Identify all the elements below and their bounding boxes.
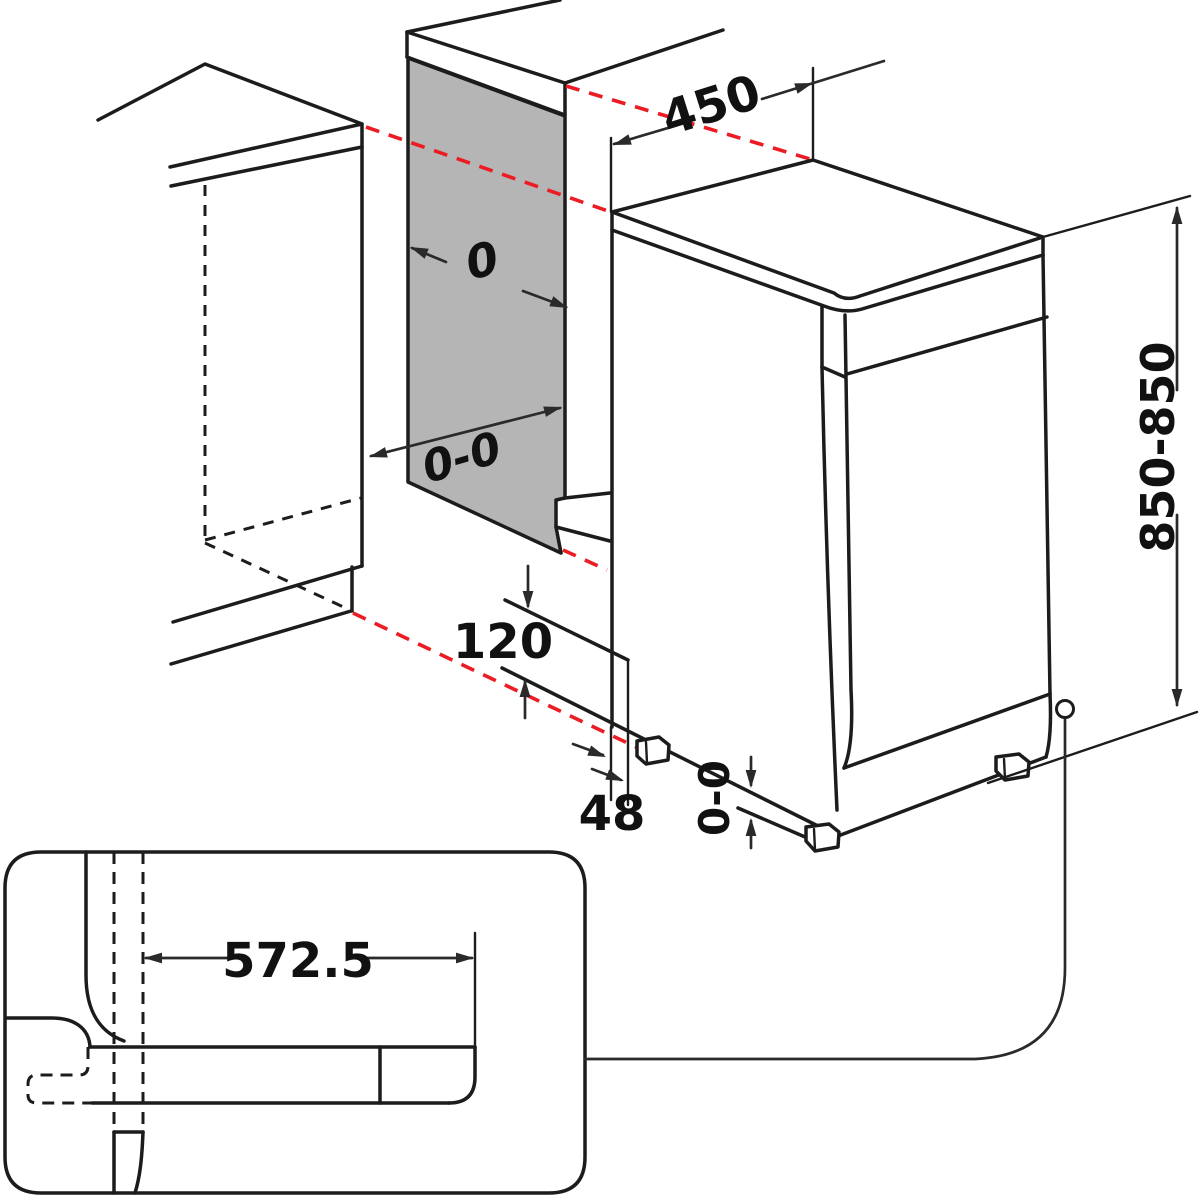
door-side-profile-line xyxy=(820,365,839,812)
alignment-line-cabinet-top xyxy=(565,84,811,161)
foot-inner-line xyxy=(1002,757,1007,781)
inset-plan-view: 572.5 xyxy=(3,850,587,1195)
counter-floor-edge xyxy=(169,609,353,666)
dimension-plan-depth: 572.5 xyxy=(144,931,477,1049)
leveling-foot-front xyxy=(804,822,841,853)
dishwasher-top-face xyxy=(610,158,1045,301)
arrowhead-left xyxy=(587,745,606,757)
arrowhead-top xyxy=(1171,206,1183,224)
control-panel-side-bottom xyxy=(820,365,847,379)
arrowhead-right xyxy=(543,406,562,417)
callout xyxy=(583,699,1075,1061)
door-edge-lower-2 xyxy=(133,1130,145,1195)
leveling-foot-right xyxy=(994,752,1031,782)
alignment-line-floor xyxy=(352,611,637,749)
dimension-foot-adjustment: 0-0 xyxy=(690,755,757,850)
wall-corner-horizontal xyxy=(5,1016,92,1049)
extension-tick-bottom xyxy=(986,710,1199,785)
arrowhead-down xyxy=(522,591,534,609)
dimension-label-850-850: 850-850 xyxy=(1131,341,1185,552)
counter-hidden-edge-back xyxy=(204,496,362,542)
door-bottom-edge xyxy=(842,692,1052,770)
arrowhead-right xyxy=(549,296,568,308)
dimension-line xyxy=(369,406,562,458)
alignment-line-countertop xyxy=(365,125,609,213)
callout-connector-line xyxy=(583,716,1067,1061)
counter-hidden-edge-bottom xyxy=(204,541,351,612)
dimension-label-450: 450 xyxy=(655,64,767,148)
arrowhead-up xyxy=(519,679,531,697)
alignment-line-panel-bottom xyxy=(562,548,608,572)
countertop-bottom-edge xyxy=(169,145,364,188)
arrowhead-bottom xyxy=(1171,689,1183,707)
arrowhead-right xyxy=(605,769,624,781)
arrowhead-left xyxy=(613,134,632,145)
appliance-plan-right-edge xyxy=(447,1045,477,1105)
cabinet-back-edge xyxy=(405,0,562,34)
alignment-lines xyxy=(352,84,811,749)
plinth-reference-line xyxy=(503,598,630,662)
dishwasher-worktop-bottom xyxy=(610,228,1045,313)
floor-reference-segment xyxy=(736,806,814,842)
base-right-curve xyxy=(1044,692,1053,759)
kitchen-counter xyxy=(96,62,364,666)
arrowhead-left xyxy=(369,447,388,458)
arrowhead-right xyxy=(794,83,813,94)
niche-step-top-line xyxy=(563,491,612,500)
dimension-plinth-height: 120 xyxy=(453,564,553,720)
arrowhead-up xyxy=(745,818,757,836)
dimension-rear-clearance: 48 xyxy=(571,658,646,842)
arrowhead-down xyxy=(745,770,757,788)
dimension-label-120: 120 xyxy=(453,614,553,670)
callout-circle-marker xyxy=(1055,699,1075,719)
dishwasher-right-edge xyxy=(1041,253,1052,696)
dimension-label-572-5: 572.5 xyxy=(222,933,374,989)
dimension-label-48: 48 xyxy=(579,786,646,842)
foot-inner-line xyxy=(644,740,649,765)
dimension-label-foot-0-0: 0-0 xyxy=(690,760,739,836)
niche-step-bottom-line xyxy=(554,525,612,543)
wall-corner-vertical xyxy=(84,850,126,1043)
door-front-corner-edge xyxy=(842,313,854,770)
control-panel-front-line xyxy=(845,315,1049,376)
leveling-foot-left xyxy=(635,735,671,766)
counter-bottom-edge xyxy=(171,564,364,624)
hidden-position-outline xyxy=(26,1047,114,1105)
foot-inner-line xyxy=(812,827,817,852)
countertop-top-face xyxy=(96,62,364,169)
dimension-top-width: 450 xyxy=(609,59,886,214)
foot-outline xyxy=(804,822,841,853)
arrowhead-left xyxy=(144,952,162,964)
dimension-line-right xyxy=(760,59,886,101)
foot-outline xyxy=(994,752,1031,782)
extension-tick-top xyxy=(1041,194,1192,239)
dishwasher xyxy=(500,158,1053,853)
inset-frame xyxy=(3,850,587,1195)
dimension-height: 850-850 xyxy=(986,194,1199,785)
foot-outline xyxy=(635,735,671,766)
arrowhead-right xyxy=(456,952,474,964)
arrowhead-left xyxy=(410,247,429,259)
